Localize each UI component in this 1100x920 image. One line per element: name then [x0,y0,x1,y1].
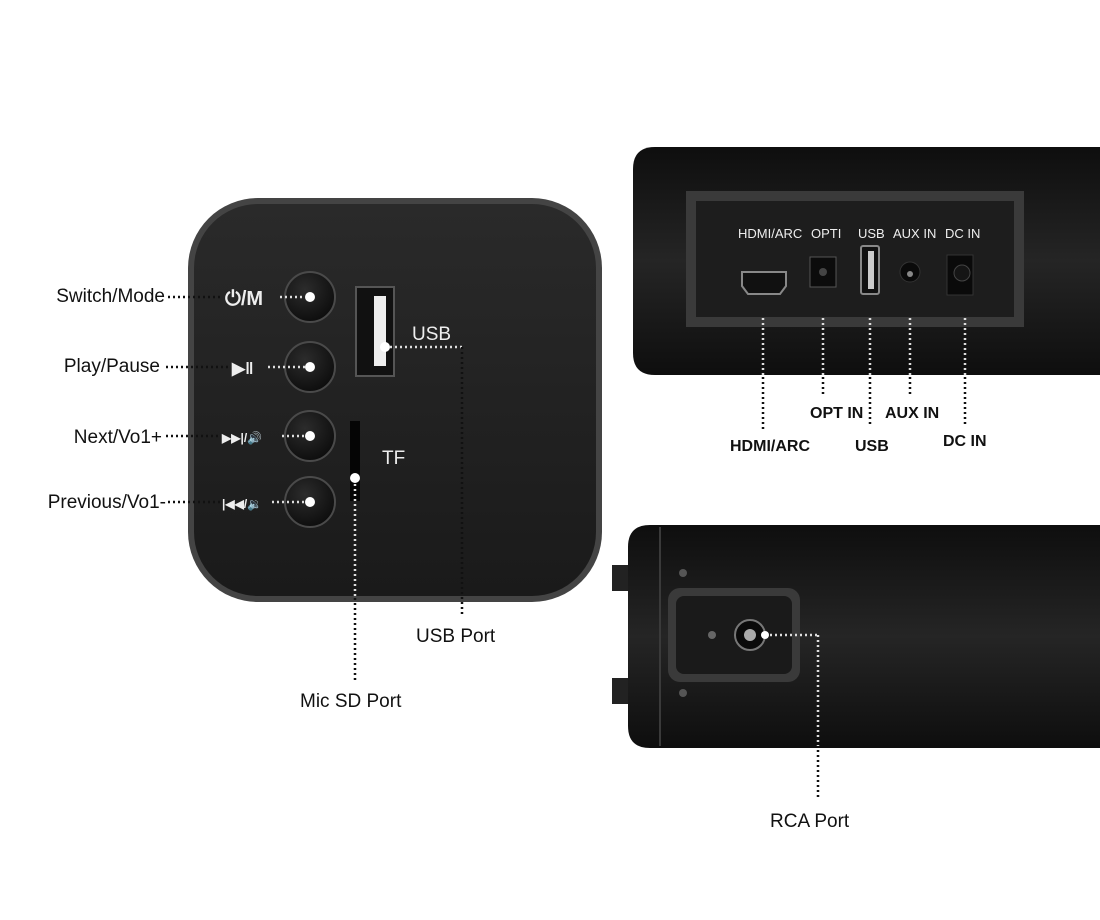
button-play-pause[interactable] [284,341,336,393]
callout-usb-port: USB Port [416,626,496,647]
printed-hdmi-arc: HDMI/ARC [738,226,802,241]
callout-rca-port: RCA Port [770,811,850,832]
callout-aux-in: AUX IN [885,405,939,422]
optical-port [809,256,837,288]
callout-previous-volume-down: Previous/Vo1- [48,492,166,513]
usb-printed-label: USB [412,324,451,345]
button-next-volume-up[interactable] [284,410,336,462]
power-mode-icon: ⏻/M [225,288,263,310]
printed-dc-in: DC IN [945,226,980,241]
aux-in-jack [899,261,921,283]
printed-aux-in: AUX IN [893,226,936,241]
dc-in-jack [946,254,974,296]
play-pause-icon: ▶ǁ [231,359,254,378]
next-volume-up-icon: ▶▶|/🔊 [221,430,262,445]
callout-usb: USB [855,438,889,455]
callout-dc-in: DC IN [943,433,987,450]
rca-jack [734,619,766,651]
bottom-rca-panel [612,525,1100,748]
previous-volume-down-icon: |◀◀/🔉 [222,497,262,511]
rear-connector-panel: HDMI/ARC OPTI USB AUX IN DC IN [633,147,1100,375]
tf-card-slot [350,421,360,501]
tf-printed-label: TF [382,448,405,469]
usb-port [355,286,395,377]
callout-micro-sd-port: Mic SD Port [300,691,402,712]
printed-opti: OPTI [811,226,841,241]
leader-lines-rear [761,318,967,430]
leader-lines-bottom [761,631,820,800]
callout-switch-mode: Switch/Mode [56,286,165,307]
callout-next-volume-up: Next/Vo1+ [74,427,162,448]
callout-opt-in: OPT IN [810,405,863,422]
rear-usb-port [860,245,880,295]
callout-play-pause: Play/Pause [64,356,160,377]
leader-lines-side [166,295,464,680]
button-previous-volume-down[interactable] [284,476,336,528]
side-control-panel: ⏻/M ▶ǁ ▶▶|/🔊 |◀◀/🔉 USB TF [188,198,602,602]
hdmi-port [741,271,787,295]
printed-usb: USB [858,226,885,241]
callout-hdmi-arc: HDMI/ARC [730,438,810,455]
button-switch-mode[interactable] [284,271,336,323]
